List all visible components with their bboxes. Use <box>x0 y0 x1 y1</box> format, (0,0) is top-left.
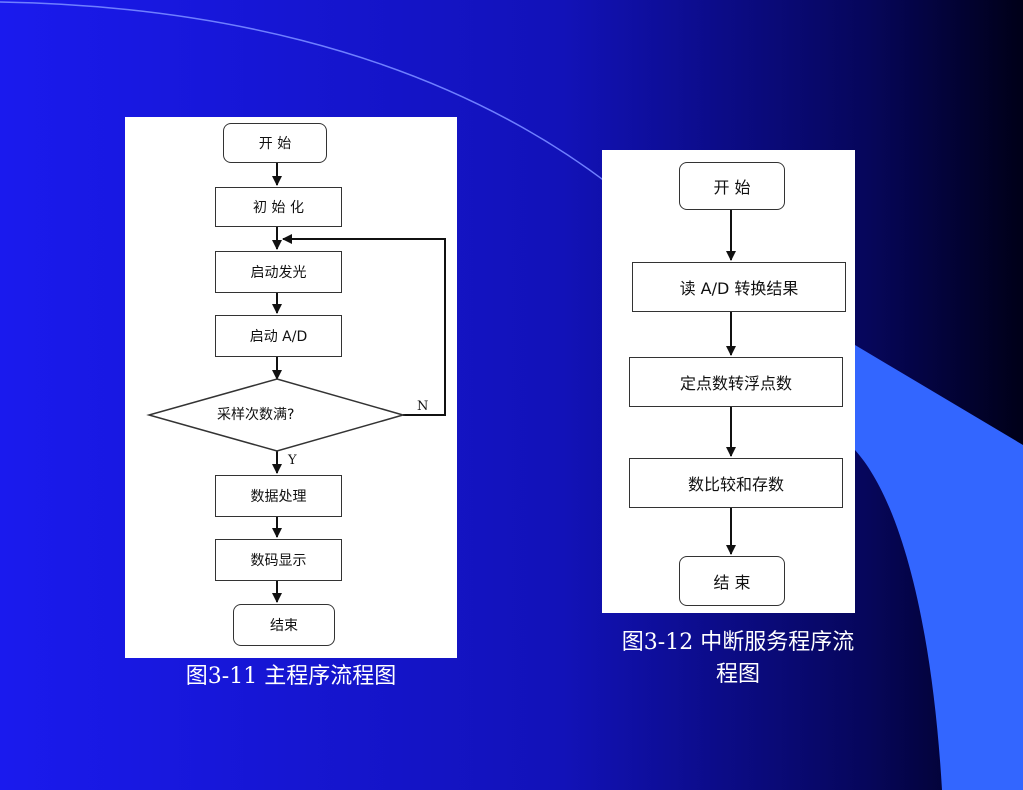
start-ad-node: 启动 A/D <box>215 315 342 357</box>
main-flowchart-caption: 图3-11 主程序流程图 <box>185 664 397 689</box>
start-node: 开 始 <box>223 123 327 163</box>
main-flowchart-connectors <box>146 162 446 603</box>
decision-diamond <box>146 378 406 452</box>
decorative-swoosh <box>855 345 1023 790</box>
decorative-arc <box>0 1 611 186</box>
interrupt-flowchart-caption-line2: 程图 <box>715 662 760 687</box>
interrupt-flowchart-panel: 开 始 读 A/D 转换结果 定点数转浮点数 数比较和存数 结 束 <box>602 150 855 613</box>
start-light-node: 启动发光 <box>215 251 342 293</box>
compare-store-node: 数比较和存数 <box>629 458 843 508</box>
digit-display-node: 数码显示 <box>215 539 342 581</box>
main-flowchart-panel: 开 始 初 始 化 启动发光 启动 A/D 采样次数满? N Y 数据处理 数码… <box>125 117 457 658</box>
end-node: 结束 <box>233 604 335 646</box>
yes-label: Y <box>288 453 297 468</box>
init-node: 初 始 化 <box>215 187 342 227</box>
isr-end-node: 结 束 <box>679 556 785 606</box>
decision-label: 采样次数满? <box>217 407 295 423</box>
read-ad-node: 读 A/D 转换结果 <box>632 262 846 312</box>
isr-start-node: 开 始 <box>679 162 785 210</box>
data-process-node: 数据处理 <box>215 475 342 517</box>
no-label: N <box>417 399 429 414</box>
fixed-to-float-node: 定点数转浮点数 <box>629 357 843 407</box>
interrupt-flowchart-caption-line1: 图3-12 中断服务程序流 <box>621 630 855 655</box>
interrupt-flowchart-connectors <box>726 210 736 555</box>
